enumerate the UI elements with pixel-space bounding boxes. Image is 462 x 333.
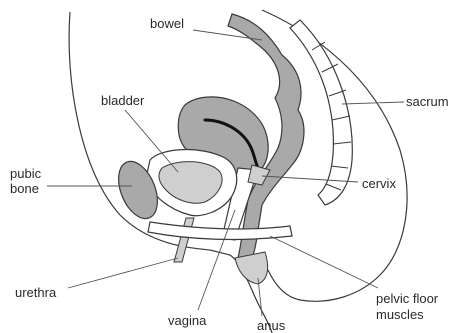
pelvic-floor-shape — [148, 222, 292, 239]
label-urethra: urethra — [15, 285, 56, 300]
label-pelvic-floor-line2: muscles — [376, 307, 438, 323]
label-anus: anus — [257, 318, 285, 333]
leader-anus — [258, 278, 262, 316]
label-pelvic-floor-line1: pelvic floor — [376, 291, 438, 307]
label-pubic-bone: pubic bone — [10, 166, 41, 196]
anus-shape — [235, 252, 268, 284]
label-vagina: vagina — [168, 313, 206, 328]
label-sacrum: sacrum — [406, 94, 449, 109]
label-pubic-bone-line2: bone — [10, 181, 41, 196]
label-pelvic-floor-muscles: pelvic floor muscles — [376, 291, 438, 323]
leader-urethra — [68, 258, 178, 288]
leader-pelvic-floor — [270, 236, 378, 288]
label-pubic-bone-line1: pubic — [10, 166, 41, 181]
label-bladder: bladder — [101, 93, 144, 108]
leader-vagina — [198, 210, 235, 310]
label-bowel: bowel — [150, 16, 184, 31]
label-cervix: cervix — [362, 176, 396, 191]
leader-sacrum — [342, 102, 404, 104]
urethra-shape — [174, 218, 194, 262]
